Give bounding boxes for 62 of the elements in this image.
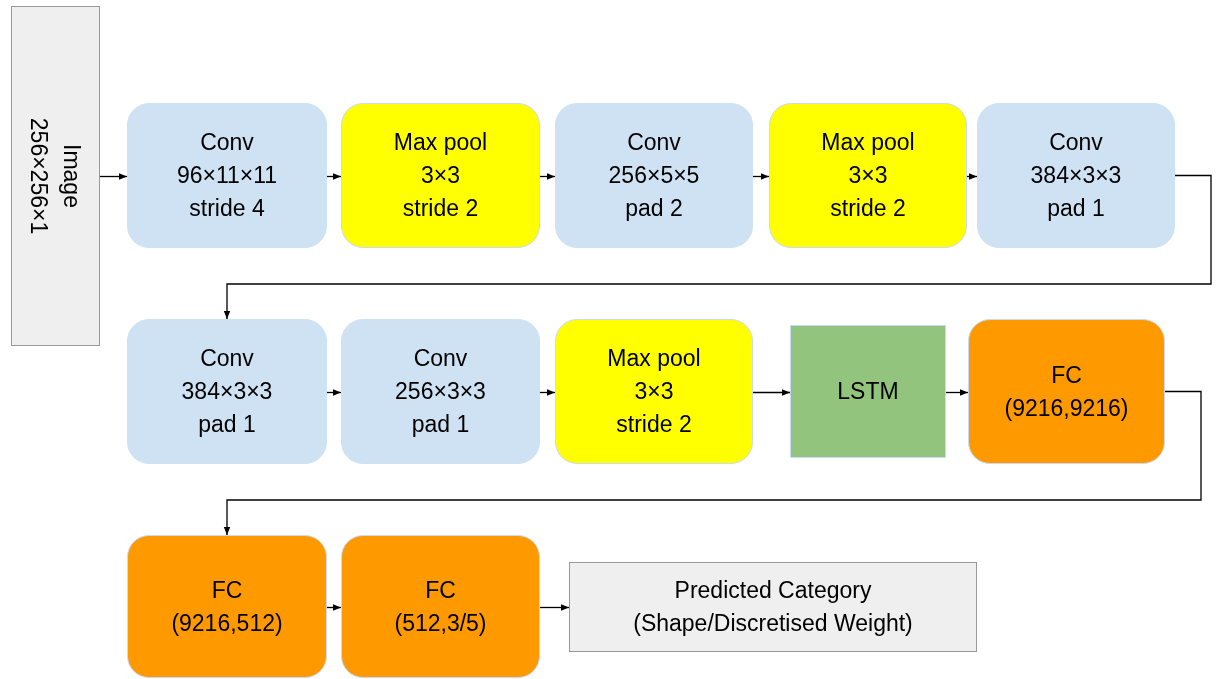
- layer-label: stride 4: [189, 194, 265, 223]
- layer-label: 384×3×3: [1030, 161, 1122, 190]
- arrow: [326, 389, 342, 396]
- arrow: [223, 390, 1202, 536]
- layer-label: Predicted Category: [674, 576, 872, 605]
- layer-label: pad 1: [198, 410, 256, 439]
- layer-label: Conv: [1049, 128, 1103, 157]
- layer-label: Conv: [627, 128, 681, 157]
- layer-label: 384×3×3: [181, 377, 273, 406]
- layer-label: pad 2: [625, 194, 683, 223]
- layer-label: stride 2: [402, 194, 479, 223]
- arrow: [752, 173, 770, 180]
- fc-layer-box: [127, 535, 327, 678]
- arrow: [539, 389, 556, 396]
- layer-label: (512,3/5): [394, 608, 487, 638]
- layer-label: Max pool: [607, 344, 701, 373]
- layer-label: Max pool: [821, 128, 915, 157]
- pooling-layer-box: [341, 103, 540, 248]
- arrow: [326, 173, 342, 180]
- layer-label: 256×3×3: [395, 377, 486, 406]
- layer-label: Conv: [200, 344, 254, 373]
- conv-layer-box: [127, 103, 327, 248]
- layer-label: 3×3: [848, 161, 888, 190]
- arrow: [539, 173, 556, 180]
- fc-layer-box: [968, 319, 1165, 464]
- conv-layer-box: [977, 103, 1175, 248]
- conv-layer-box: [555, 103, 753, 248]
- conv-layer-box: [341, 319, 540, 464]
- pooling-layer-box: [769, 103, 967, 248]
- layer-label: 256×256×1: [25, 117, 54, 235]
- layer-label: 3×3: [421, 161, 460, 190]
- layer-label: pad 1: [1047, 194, 1105, 223]
- layer-label: 96×11×11: [176, 161, 278, 190]
- layer-label: Conv: [200, 128, 254, 157]
- layer-label: (9216,512): [171, 608, 283, 638]
- fc-layer-box: [341, 535, 540, 678]
- layer-label: FC: [1051, 360, 1082, 390]
- conv-layer-box: [127, 319, 327, 464]
- layer-label: LSTM: [837, 377, 899, 406]
- data-box: [11, 6, 100, 346]
- arrow: [966, 173, 978, 180]
- layer-label: stride 2: [616, 410, 692, 439]
- arrow: [752, 389, 791, 396]
- lstm-layer-box: [790, 325, 946, 458]
- layer-label: stride 2: [830, 194, 906, 223]
- arrow: [945, 389, 969, 396]
- arrow: [539, 604, 570, 611]
- pooling-layer-box: [555, 319, 753, 464]
- layer-label: FC: [425, 575, 456, 605]
- arrow: [223, 174, 1212, 320]
- data-box: [569, 562, 977, 652]
- layer-label: FC: [211, 575, 243, 605]
- arrow: [326, 604, 342, 611]
- layer-label: (9216,9216): [1004, 393, 1129, 423]
- layer-label: Image: [58, 144, 87, 208]
- layer-label: Max pool: [393, 128, 488, 157]
- layer-label: 256×5×5: [608, 161, 700, 190]
- layer-label: Conv: [413, 344, 468, 373]
- layer-label: pad 1: [411, 410, 470, 439]
- arrow: [99, 173, 128, 180]
- layer-label: 3×3: [634, 377, 674, 406]
- layer-label: (Shape/Discretised Weight): [633, 609, 913, 638]
